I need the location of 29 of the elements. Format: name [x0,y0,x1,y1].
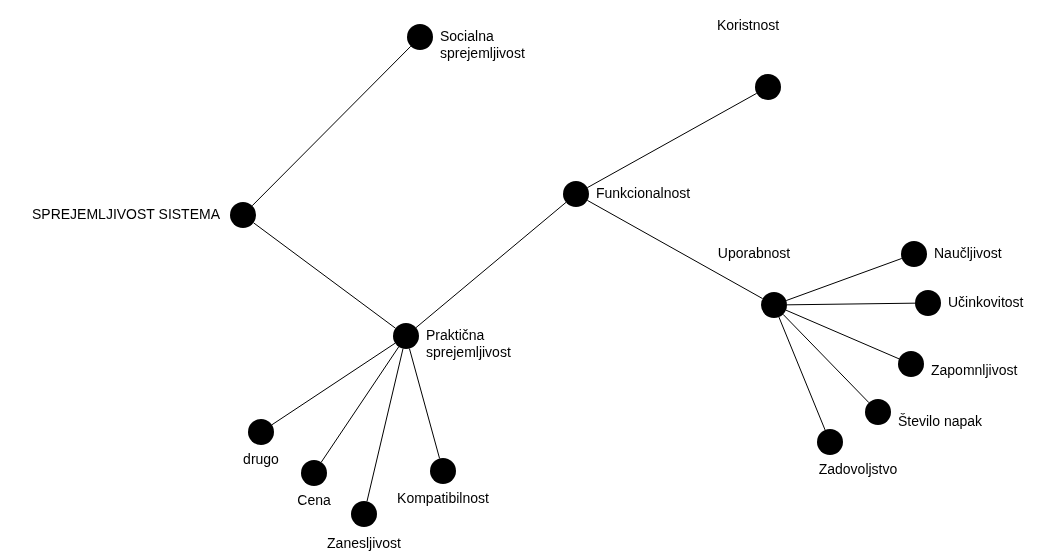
node-label: Učinkovitost [948,294,1024,311]
connector-line [408,348,441,459]
connector-line [782,313,870,404]
connector-line [252,222,397,329]
node-label: Zapomnljivost [931,362,1018,379]
connector-line [785,309,900,360]
node-label: Zadovoljstvo [818,461,898,478]
node-label: Število napak [898,413,983,430]
node-label: SPREJEMLJIVOST SISTEMA [32,206,220,223]
node-label: Funkcionalnost [596,185,691,202]
node-label: drugo [243,451,279,468]
node-label: Socialna sprejemljivost [440,28,526,62]
connector-line [271,342,396,426]
connector-line [586,92,758,189]
connector-line [586,199,764,300]
connector-line [786,302,916,306]
node-label: Praktična sprejemljivost [426,327,512,361]
connector-line [251,45,412,207]
node-label: Uporabnost [717,245,791,262]
connector-line [366,348,404,502]
connector-line [320,346,400,463]
connector-line [778,316,826,431]
node-label: Cena [297,492,331,509]
node-label: Koristnost [716,17,780,34]
connector-line [785,257,903,302]
connector-line [415,201,567,329]
node-label: Kompatibilnost [397,490,489,507]
node-label: Naučljivost [934,245,1002,262]
node-label: Zanesljivost [327,535,401,552]
